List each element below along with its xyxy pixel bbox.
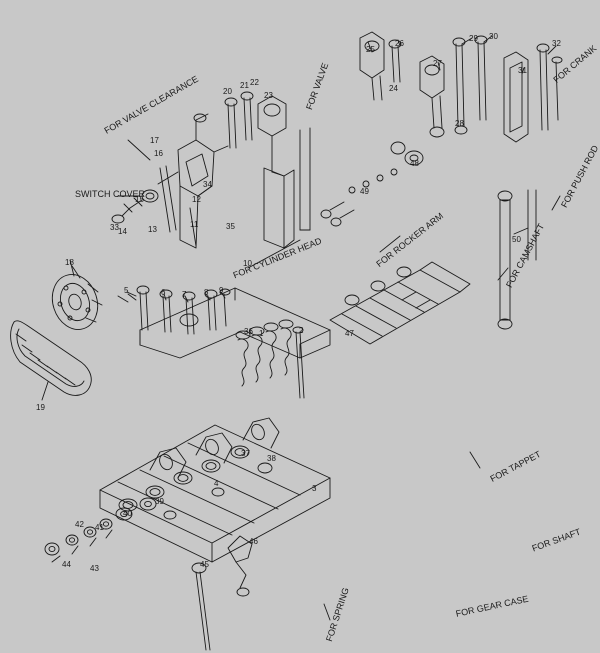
- callout-number: 49: [360, 187, 369, 196]
- callout-number: 32: [552, 39, 561, 48]
- callout-number: 18: [65, 258, 74, 267]
- callout-number: 40: [123, 509, 132, 518]
- callout-number: 9: [219, 286, 224, 295]
- callout-number: 7: [182, 290, 187, 299]
- callout-number: 23: [264, 91, 273, 100]
- callout-number: 8: [204, 288, 209, 297]
- callout-number: 5: [124, 286, 129, 295]
- callout-number: 42: [75, 520, 84, 529]
- callout-number: 24: [389, 84, 398, 93]
- callout-number: 43: [90, 564, 99, 573]
- callout-number: 20: [223, 87, 232, 96]
- callout-number: 46: [249, 537, 258, 546]
- callout-number: 44: [62, 560, 71, 569]
- callout-number: 47: [345, 329, 354, 338]
- callout-number: 37: [241, 449, 250, 458]
- callout-number: 17: [150, 136, 159, 145]
- callout-number: 6: [161, 288, 166, 297]
- callout-number: 35: [226, 222, 235, 231]
- callout-number: 10: [243, 259, 252, 268]
- callout-number: 21: [240, 81, 249, 90]
- callout-number: 48: [410, 159, 419, 168]
- callout-number: 38: [267, 454, 276, 463]
- callout-number: 3: [312, 484, 317, 493]
- callout-number: 31: [518, 66, 527, 75]
- callout-number: 13: [148, 225, 157, 234]
- callout-number: 16: [154, 149, 163, 158]
- callout-number: 2: [299, 326, 304, 335]
- callout-number: 27: [433, 59, 442, 68]
- callout-number: 33: [110, 223, 119, 232]
- callout-number: 14: [118, 227, 127, 236]
- callout-number: 29: [469, 34, 478, 43]
- callout-number: 22: [250, 78, 259, 87]
- callout-number: 50: [512, 235, 521, 244]
- callout-number: 25: [366, 45, 375, 54]
- callout-number: 41: [95, 523, 104, 532]
- callout-number: 1: [259, 329, 264, 338]
- callout-number: 28: [455, 119, 464, 128]
- callout-number: 30: [489, 32, 498, 41]
- annotation-text: SWITCH COVER: [75, 189, 146, 199]
- callout-number: 45: [200, 560, 209, 569]
- callout-number: 4: [214, 479, 219, 488]
- callout-number: 34: [203, 180, 212, 189]
- callout-number: 26: [395, 39, 404, 48]
- callout-number: 36: [244, 327, 253, 336]
- callout-number: 12: [192, 195, 201, 204]
- callout-number: 39: [155, 497, 164, 506]
- callout-number: 19: [36, 403, 45, 412]
- callout-number: 15: [135, 195, 144, 204]
- callout-number: 11: [190, 220, 199, 229]
